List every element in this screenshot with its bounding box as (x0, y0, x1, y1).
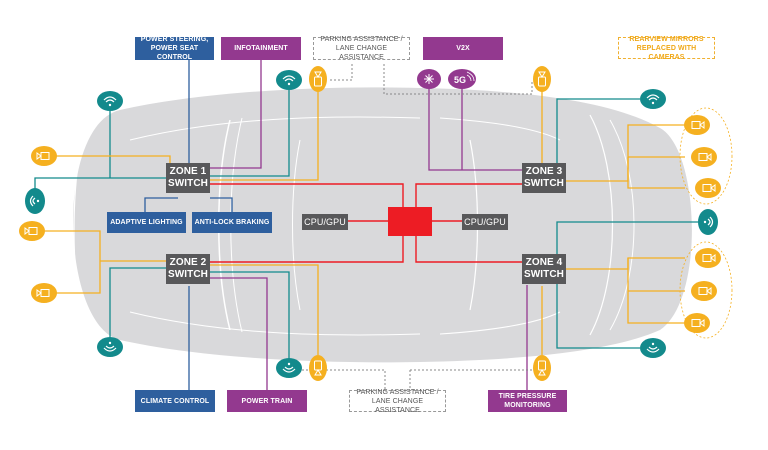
camera-icon (684, 115, 710, 135)
zone-1-switch: ZONE 1 SWITCH (166, 163, 210, 193)
camera-icon (31, 283, 57, 303)
cpu-gpu-left: CPU/GPU (302, 214, 348, 230)
zone-4-switch: ZONE 4 SWITCH (522, 254, 566, 284)
parking-dotted-links (298, 64, 533, 390)
ultrasonic-sensor-icon (97, 337, 123, 357)
tire-pressure-box: TIRE PRESSURE MONITORING (488, 390, 567, 412)
camera-icon (695, 248, 721, 268)
infotainment-box: INFOTAINMENT (221, 37, 301, 60)
compute-links (206, 183, 522, 263)
power-steering-box: POWER STEERING, POWER SEAT CONTROL (135, 36, 214, 61)
radar-icon (698, 209, 718, 235)
camera-icon (684, 313, 710, 333)
lidar-icon (533, 355, 551, 381)
lidar-icon (533, 66, 551, 92)
parking-assistance-top-box: PARKING ASSISTANCE / LANE CHANGE ASSISTA… (313, 36, 410, 61)
satellite-burst-icon (417, 69, 441, 89)
climate-control-box: CLIMATE CONTROL (135, 390, 215, 412)
camera-icon (691, 147, 717, 167)
camera-icon (19, 221, 45, 241)
rearview-mirrors-box: REARVIEW MIRRORS REPLACED WITH CAMERAS (618, 36, 715, 61)
central-compute-hub (388, 207, 432, 236)
ultrasonic-sensor-icon (640, 338, 666, 358)
radar-icon (25, 188, 45, 214)
blue-links (144, 60, 233, 390)
parking-assistance-bottom-box: PARKING ASSISTANCE / LANE CHANGE ASSISTA… (349, 389, 446, 414)
wifi-icon (640, 89, 666, 109)
zone-3-switch: ZONE 3 SWITCH (522, 163, 566, 193)
sensor-icons: 5G (19, 66, 721, 381)
power-train-box: POWER TRAIN (227, 390, 307, 412)
lidar-icon (309, 355, 327, 381)
car-body (73, 87, 692, 363)
camera-icon (31, 146, 57, 166)
anti-lock-braking-box: ANTI-LOCK BRAKING (192, 212, 272, 233)
ultrasonic-sensor-icon (276, 358, 302, 378)
camera-icon (695, 178, 721, 198)
svg-text:5G: 5G (454, 75, 466, 85)
lidar-icon (309, 66, 327, 92)
zone-2-switch: ZONE 2 SWITCH (166, 254, 210, 284)
purple-links (206, 60, 528, 390)
rearview-camera-groups (679, 107, 733, 339)
wifi-icon (97, 91, 123, 111)
gold-links (40, 88, 685, 355)
adaptive-lighting-box: ADAPTIVE LIGHTING (107, 212, 186, 233)
cpu-gpu-right: CPU/GPU (462, 214, 508, 230)
wifi-icon (276, 70, 302, 90)
v2x-box: V2X (423, 37, 503, 60)
teal-links (34, 88, 698, 360)
camera-icon (691, 281, 717, 301)
5g-icon: 5G (448, 69, 476, 89)
